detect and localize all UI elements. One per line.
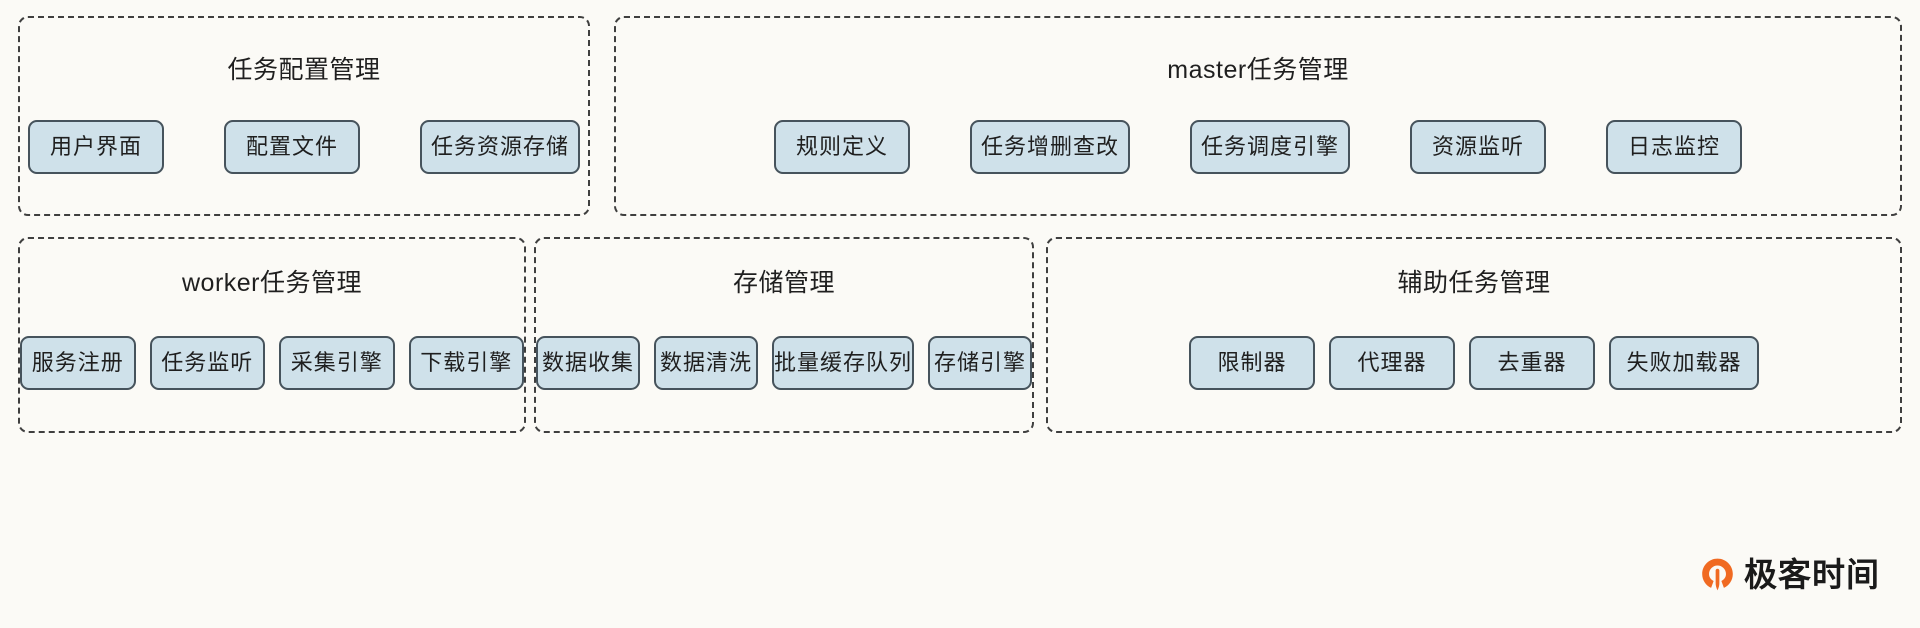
geektime-logo-text: 极客时间 bbox=[1744, 555, 1880, 594]
group-task-config-management: 任务配置管理 用户界面 配置文件 任务资源存储 bbox=[18, 16, 590, 216]
node-storage-engine[interactable]: 存储引擎 bbox=[928, 336, 1033, 390]
node-resource-monitor[interactable]: 资源监听 bbox=[1410, 120, 1546, 174]
node-rule-definition[interactable]: 规则定义 bbox=[774, 120, 910, 174]
node-row-master-task-management: 规则定义 任务增删查改 任务调度引擎 资源监听 日志监控 bbox=[616, 120, 1900, 174]
node-user-interface[interactable]: 用户界面 bbox=[28, 120, 164, 174]
group-worker-task-management: worker任务管理 服务注册 任务监听 采集引擎 下载引擎 bbox=[18, 237, 526, 433]
node-failure-loader[interactable]: 失败加载器 bbox=[1609, 336, 1759, 390]
group-title-storage-management: 存储管理 bbox=[732, 269, 835, 297]
node-batch-cache-queue[interactable]: 批量缓存队列 bbox=[772, 336, 915, 390]
node-row-storage-management: 数据收集 数据清洗 批量缓存队列 存储引擎 bbox=[536, 336, 1033, 390]
node-data-collection[interactable]: 数据收集 bbox=[536, 336, 640, 390]
group-master-task-management: master任务管理 规则定义 任务增删查改 任务调度引擎 资源监听 日志监控 bbox=[614, 16, 1902, 216]
node-data-cleaning[interactable]: 数据清洗 bbox=[654, 336, 758, 390]
node-proxy[interactable]: 代理器 bbox=[1329, 336, 1455, 390]
node-config-file[interactable]: 配置文件 bbox=[224, 120, 360, 174]
group-title-task-config-management: 任务配置管理 bbox=[227, 56, 381, 84]
node-download-engine[interactable]: 下载引擎 bbox=[408, 336, 524, 390]
node-deduplicator[interactable]: 去重器 bbox=[1469, 336, 1595, 390]
group-title-auxiliary-task-management: 辅助任务管理 bbox=[1397, 269, 1551, 297]
node-collection-engine[interactable]: 采集引擎 bbox=[279, 336, 395, 390]
node-log-monitor[interactable]: 日志监控 bbox=[1606, 120, 1742, 174]
group-title-master-task-management: master任务管理 bbox=[1167, 56, 1349, 84]
group-title-worker-task-management: worker任务管理 bbox=[181, 269, 362, 297]
node-task-listener[interactable]: 任务监听 bbox=[149, 336, 265, 390]
geektime-logo: 极客时间 bbox=[1700, 557, 1880, 592]
node-task-scheduling-engine[interactable]: 任务调度引擎 bbox=[1190, 120, 1350, 174]
group-auxiliary-task-management: 辅助任务管理 限制器 代理器 去重器 失败加载器 bbox=[1046, 237, 1902, 433]
node-rate-limiter[interactable]: 限制器 bbox=[1189, 336, 1315, 390]
node-task-crud[interactable]: 任务增删查改 bbox=[970, 120, 1130, 174]
node-row-auxiliary-task-management: 限制器 代理器 去重器 失败加载器 bbox=[1048, 336, 1900, 390]
node-task-resource-storage[interactable]: 任务资源存储 bbox=[420, 120, 580, 174]
node-service-registration[interactable]: 服务注册 bbox=[20, 336, 136, 390]
group-storage-management: 存储管理 数据收集 数据清洗 批量缓存队列 存储引擎 bbox=[534, 237, 1034, 433]
geektime-logo-icon bbox=[1700, 557, 1735, 592]
node-row-task-config-management: 用户界面 配置文件 任务资源存储 bbox=[20, 120, 588, 174]
node-row-worker-task-management: 服务注册 任务监听 采集引擎 下载引擎 bbox=[20, 336, 524, 390]
